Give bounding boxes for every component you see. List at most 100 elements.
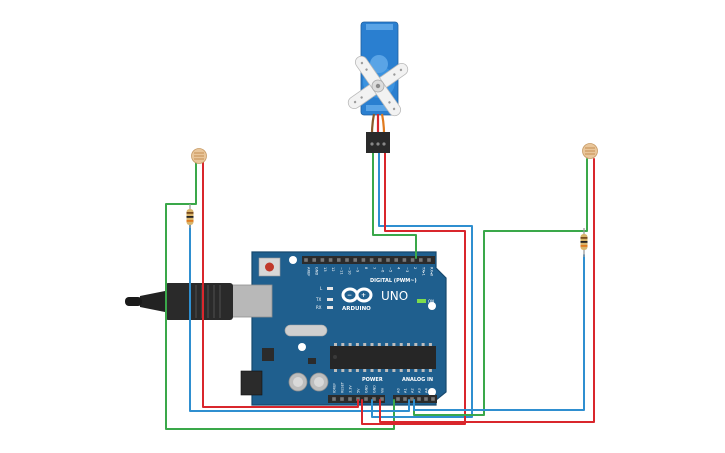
chip-leg	[407, 343, 410, 346]
chip-leg	[377, 343, 381, 346]
mount-hole	[289, 256, 297, 264]
photoresistor-left[interactable]	[191, 148, 207, 164]
pin-label: A3	[418, 388, 422, 393]
chip-leg	[392, 343, 396, 346]
header-pin[interactable]	[312, 258, 316, 262]
usb-cable[interactable]	[125, 283, 273, 320]
pin-label: ~5	[389, 267, 393, 272]
photoresistor-right[interactable]	[582, 143, 598, 159]
header-pin[interactable]	[364, 397, 368, 401]
header-pin[interactable]	[386, 258, 390, 262]
header-pin[interactable]	[332, 397, 336, 401]
header-pin[interactable]	[403, 397, 407, 401]
capacitor	[293, 377, 303, 387]
connector-pin	[376, 142, 380, 146]
chip-leg	[348, 369, 352, 372]
header-pin[interactable]	[361, 258, 366, 262]
pin-label: ~6	[380, 267, 384, 273]
pin-label: Vin	[381, 388, 385, 393]
chip-leg	[414, 343, 418, 346]
header-pin[interactable]	[372, 397, 376, 401]
voltage-regulator	[262, 348, 274, 361]
digital-header[interactable]	[302, 256, 435, 264]
header-pin[interactable]	[431, 397, 435, 401]
resistor-band	[580, 241, 588, 243]
brand-label: ARDUINO	[342, 306, 371, 312]
pin-label: GND	[315, 267, 319, 275]
header-pin[interactable]	[348, 397, 352, 401]
header-pin[interactable]	[320, 258, 325, 262]
header-pin[interactable]	[340, 397, 344, 401]
chip-leg	[385, 369, 389, 372]
dc-power-jack[interactable]	[240, 370, 263, 396]
chip-leg	[399, 369, 403, 372]
led-rx-label: RX	[316, 305, 322, 310]
small-ic	[308, 358, 316, 364]
chip-leg	[385, 343, 389, 346]
crystal-oscillator	[284, 324, 328, 337]
header-pin[interactable]	[417, 397, 421, 401]
pin-label: ~11	[339, 267, 343, 275]
wire-blue-left-ldr-a0[interactable]	[189, 224, 410, 412]
led-l-label: L	[320, 286, 323, 291]
resistor-right[interactable]	[580, 228, 588, 257]
pin-label: 13	[323, 267, 327, 272]
pin-label: RESET	[341, 381, 345, 393]
header-pin[interactable]	[304, 258, 308, 262]
wire-blue-right-ldr-a1[interactable]	[413, 254, 585, 411]
header-pin[interactable]	[427, 258, 431, 262]
header-pin[interactable]	[353, 258, 357, 262]
wires[interactable]	[165, 151, 595, 430]
pin-label: ~9	[356, 267, 360, 273]
wire-green-servo-signal[interactable]	[372, 151, 417, 259]
pin-label: IOREF	[333, 383, 337, 393]
servo-horn[interactable]	[329, 37, 426, 134]
chip-leg	[370, 369, 374, 372]
reset-button[interactable]	[265, 262, 274, 272]
header-pin[interactable]	[424, 397, 428, 401]
resistor-band	[186, 220, 194, 222]
header-pin[interactable]	[396, 397, 400, 401]
pin-label: A5	[432, 388, 436, 393]
chip-leg	[355, 343, 359, 346]
header-pin[interactable]	[378, 258, 382, 262]
servo-motor[interactable]	[329, 21, 426, 153]
chip-leg	[407, 369, 410, 372]
pin-label: A0	[397, 388, 401, 393]
header-pin[interactable]	[402, 258, 407, 262]
chip-leg	[334, 369, 337, 372]
analog-header[interactable]	[393, 395, 437, 403]
wire-blue-servo-gnd[interactable]	[371, 151, 473, 418]
chip-leg	[421, 369, 425, 372]
chip-legs	[334, 343, 432, 372]
wire-red-servo-vcc[interactable]	[361, 151, 466, 425]
header-pin[interactable]	[337, 258, 341, 262]
connector-pin	[370, 142, 374, 146]
header-pin[interactable]	[328, 258, 333, 262]
chip-leg	[428, 343, 432, 346]
resistor-left[interactable]	[186, 204, 194, 228]
header-pin[interactable]	[410, 258, 415, 262]
wire-red-right-ldr-5v[interactable]	[379, 158, 595, 423]
usb-connector	[229, 284, 273, 318]
pin-label: 8	[364, 267, 368, 270]
header-pin[interactable]	[419, 258, 423, 262]
chip-leg	[363, 343, 367, 346]
servo-mount-tab	[366, 105, 393, 111]
analog-header-label: ANALOG IN	[402, 377, 433, 383]
digital-pins[interactable]	[304, 258, 431, 262]
pin-label: GND	[365, 385, 369, 393]
wire-green-right-ldr[interactable]	[413, 158, 588, 416]
pin-label: AREF	[307, 267, 311, 276]
wire-red-left-ldr-5v[interactable]	[202, 159, 359, 408]
header-pin[interactable]	[369, 258, 374, 262]
header-pin[interactable]	[394, 258, 398, 262]
chip-leg	[334, 343, 337, 346]
header-pin[interactable]	[380, 397, 384, 401]
header-pin[interactable]	[410, 397, 414, 401]
header-pin[interactable]	[345, 258, 349, 262]
pin-label: RX◂0	[430, 267, 434, 277]
